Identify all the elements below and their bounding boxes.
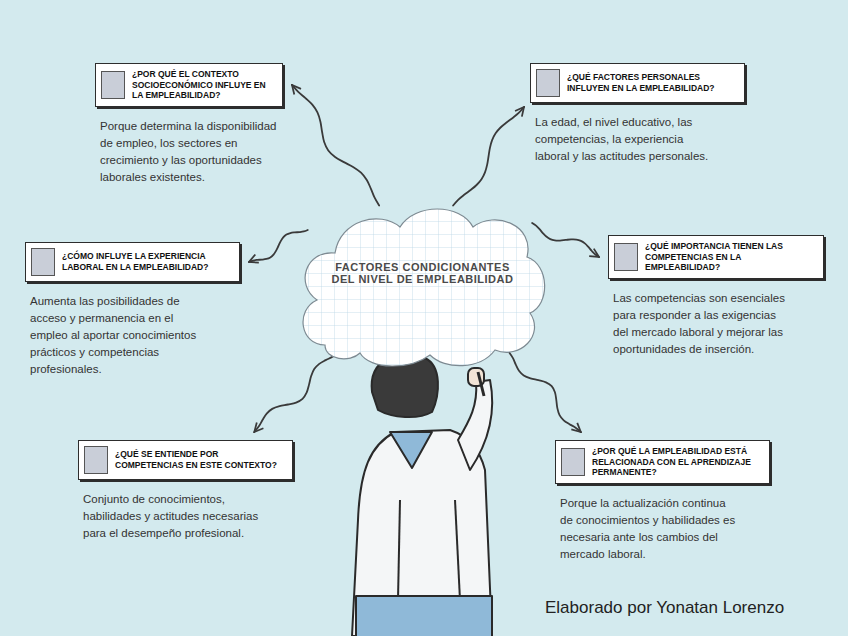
wavy-arrow — [532, 223, 599, 257]
icon-square — [101, 71, 125, 99]
question-box: ¿QUÉ SE ENTIENDE POR COMPETENCIAS EN EST… — [78, 440, 293, 480]
answer-text: Porque determina la disponibilidad de em… — [100, 118, 278, 186]
person-figure — [352, 354, 492, 636]
question-node: ¿QUÉ SE ENTIENDE POR COMPETENCIAS EN EST… — [78, 440, 293, 542]
answer-text: Las competencias son esenciales para res… — [613, 290, 793, 358]
icon-square — [614, 243, 638, 271]
cloud-outline — [303, 209, 545, 366]
answer-text: La edad, el nivel educativo, las compete… — [535, 114, 720, 165]
wavy-arrow — [249, 230, 308, 262]
wavy-arrow — [509, 353, 581, 433]
answer-text: Conjunto de conocimientos, habilidades y… — [83, 491, 268, 542]
question-box: ¿QUÉ FACTORES PERSONALES INFLUYEN EN LA … — [530, 63, 745, 103]
question-box: ¿POR QUÉ EL CONTEXTO SOCIOECONÓMICO INFL… — [95, 63, 283, 107]
question-heading: ¿QUÉ SE ENTIENDE POR COMPETENCIAS EN EST… — [115, 449, 284, 470]
icon-square — [561, 448, 585, 476]
question-heading: ¿QUÉ FACTORES PERSONALES INFLUYEN EN LA … — [567, 72, 736, 93]
question-node: ¿CÓMO INFLUYE LA EXPERIENCIA LABORAL EN … — [25, 242, 240, 378]
wavy-arrow — [292, 85, 379, 206]
question-box: ¿CÓMO INFLUYE LA EXPERIENCIA LABORAL EN … — [25, 242, 240, 282]
question-heading: ¿POR QUÉ LA EMPLEABILIDAD ESTÁ RELACIONA… — [592, 446, 761, 478]
question-node: ¿POR QUÉ LA EMPLEABILIDAD ESTÁ RELACIONA… — [555, 440, 770, 563]
question-node: ¿QUÉ FACTORES PERSONALES INFLUYEN EN LA … — [530, 63, 745, 165]
icon-square — [84, 446, 108, 474]
question-node: ¿QUÉ IMPORTANCIA TIENEN LAS COMPETENCIAS… — [608, 235, 824, 358]
question-heading: ¿QUÉ IMPORTANCIA TIENEN LAS COMPETENCIAS… — [645, 241, 815, 273]
icon-square — [31, 248, 55, 276]
cloud-node: FACTORES CONDICIONANTES DEL NIVEL DE EMP… — [295, 195, 550, 370]
question-box: ¿QUÉ IMPORTANCIA TIENEN LAS COMPETENCIAS… — [608, 235, 824, 279]
question-heading: ¿CÓMO INFLUYE LA EXPERIENCIA LABORAL EN … — [62, 251, 231, 272]
wavy-arrow — [453, 107, 524, 206]
wavy-arrow — [254, 353, 338, 433]
icon-square — [536, 69, 560, 97]
question-node: ¿POR QUÉ EL CONTEXTO SOCIOECONÓMICO INFL… — [95, 63, 285, 186]
answer-text: Aumenta las posibilidades de acceso y pe… — [30, 293, 210, 378]
author-credit: Elaborado por Yonatan Lorenzo — [545, 598, 784, 618]
question-box: ¿POR QUÉ LA EMPLEABILIDAD ESTÁ RELACIONA… — [555, 440, 770, 484]
question-heading: ¿POR QUÉ EL CONTEXTO SOCIOECONÓMICO INFL… — [132, 69, 274, 101]
answer-text: Porque la actualización continua de cono… — [560, 495, 740, 563]
central-title: FACTORES CONDICIONANTES DEL NIVEL DE EMP… — [323, 261, 522, 285]
